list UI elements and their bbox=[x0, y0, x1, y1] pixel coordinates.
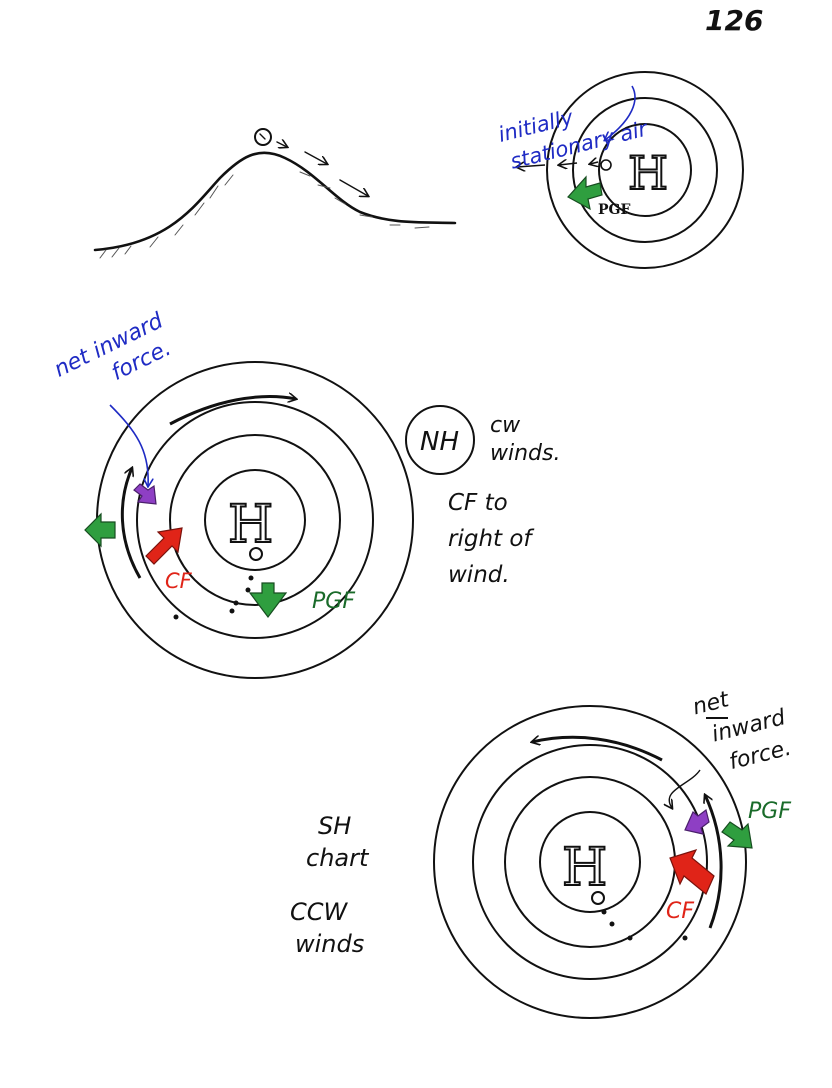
side-chart: chart bbox=[306, 844, 370, 872]
net-force-arrow-purple bbox=[133, 483, 157, 505]
pgf-arrow-left-green bbox=[84, 512, 116, 548]
annotation-pointer bbox=[669, 769, 701, 808]
isobar-ring-outer bbox=[546, 71, 744, 269]
isobar-ring-4 bbox=[539, 811, 641, 913]
pgf-arrow-green bbox=[721, 821, 753, 849]
pgf-label: PGF bbox=[748, 799, 791, 824]
annotation-pointer bbox=[605, 85, 636, 140]
isobar-ring-inner bbox=[598, 123, 692, 217]
hemisphere-label: NH bbox=[420, 427, 459, 457]
nh-diagram: H CF PGF net inward force. NH cw winds. … bbox=[50, 308, 560, 679]
pgf-label: PGF bbox=[598, 202, 630, 218]
pgf-label: PGF bbox=[312, 589, 355, 614]
air-parcel bbox=[600, 159, 612, 171]
high-pressure-label: H bbox=[228, 495, 273, 555]
cf-label: CF bbox=[165, 569, 193, 593]
side-winds: winds bbox=[295, 930, 364, 958]
rule-line-2: right of bbox=[448, 526, 534, 552]
page-number: 126 bbox=[705, 4, 763, 37]
annotation-pointer bbox=[109, 404, 148, 486]
annotation-net: net bbox=[690, 687, 732, 720]
cf-arrow-red bbox=[145, 527, 183, 565]
wind-arrow-right bbox=[705, 795, 723, 929]
side-sh: SH bbox=[318, 812, 351, 840]
winds-cw: cw bbox=[490, 413, 521, 438]
hill-sketch bbox=[93, 128, 457, 259]
high-pressure-label: H bbox=[562, 838, 607, 898]
high-pressure-label: H bbox=[628, 146, 668, 200]
isobar-ring-3 bbox=[169, 434, 341, 606]
net-force-arrow-purple bbox=[684, 808, 710, 835]
hemisphere-circle bbox=[405, 405, 475, 475]
isobar-ring-2 bbox=[472, 744, 708, 980]
air-parcel bbox=[591, 891, 605, 905]
side-ccw: CCW bbox=[290, 898, 349, 926]
winds-label: winds. bbox=[490, 441, 560, 466]
rule-line-3: wind. bbox=[448, 562, 510, 588]
pgf-arrow-down-green bbox=[248, 582, 288, 618]
stationary-air-diagram: H PGF initially stationary air bbox=[496, 71, 744, 269]
sh-diagram: H CF PGF net inward force. SH chart CCW … bbox=[290, 687, 794, 1019]
isobar-ring-middle bbox=[572, 97, 718, 243]
wind-arrow-top bbox=[532, 737, 663, 762]
pgf-arrow-green bbox=[567, 175, 603, 211]
isobar-ring-4 bbox=[204, 469, 306, 571]
rule-line-1: CF to bbox=[448, 490, 508, 516]
hill-curve bbox=[93, 151, 457, 252]
isobar-ring-1 bbox=[433, 705, 747, 1019]
wind-arrow-left bbox=[120, 468, 142, 579]
wind-arrow-top bbox=[169, 397, 296, 426]
isobar-ring-2 bbox=[136, 401, 374, 639]
cf-arrow-red bbox=[669, 849, 715, 895]
cf-label: CF bbox=[666, 899, 694, 924]
ball bbox=[254, 128, 272, 146]
air-parcel bbox=[249, 547, 263, 561]
